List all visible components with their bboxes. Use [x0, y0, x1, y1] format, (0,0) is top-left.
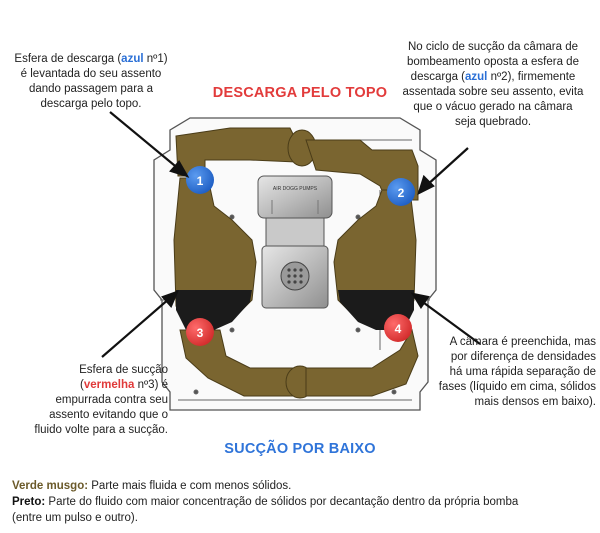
note-chamber-ball-4: A câmara é preenchida, mas por diferença…	[420, 335, 596, 410]
note-3-line-4: assento evitando que o	[49, 409, 168, 421]
note-3-highlight: vermelha	[83, 379, 135, 391]
note-1-highlight: azul	[121, 53, 144, 65]
note-2-line-2: bombeamento oposta a esfera de	[407, 56, 579, 68]
center-pump	[257, 175, 333, 309]
note-2-highlight: azul	[465, 71, 488, 83]
note-4-line-2: por diferença de densidades	[450, 351, 596, 363]
note-suction-ball-3: Esfera de sucção (vermelha nº3) é empurr…	[4, 363, 168, 438]
legend-olive-label: Verde musgo:	[12, 480, 89, 492]
note-2-text-b: nº2), firmemente	[487, 71, 576, 83]
heading-discharge-top: DESCARGA PELO TOPO	[212, 85, 388, 101]
note-1-line-2: é levantada do seu assento	[20, 68, 162, 80]
note-1-line-3: dando passagem para a	[28, 83, 154, 95]
legend-black-text: Parte do fluido com maior concentração d…	[45, 496, 519, 508]
legend-olive-row: Verde musgo: Parte mais fluida e com men…	[12, 478, 596, 494]
arrow-head-2	[417, 174, 435, 196]
note-1-line-4: descarga pelo topo.	[40, 98, 142, 110]
ball-4: 4	[384, 314, 412, 342]
ball-2: 2	[387, 178, 415, 206]
note-2-text-a: descarga (	[410, 71, 466, 83]
note-3-line-1: Esfera de sucção	[79, 364, 168, 376]
note-2-line-4: assentada sobre seu assento, evita	[402, 86, 584, 98]
note-4-line-5: mais densos em baixo).	[474, 396, 596, 408]
pump-brand-label: AIR DOGG PUMPS	[273, 186, 318, 192]
note-3-line-3: empurrada contra seu	[55, 394, 168, 406]
legend-black-text-2: (entre um pulso e outro).	[12, 512, 138, 524]
note-discharge-ball-1: Esfera de descarga (azul nº1) é levantad…	[6, 52, 176, 112]
ball-3: 3	[186, 318, 214, 346]
arrow-head-4	[410, 292, 430, 310]
ball-1: 1	[186, 166, 214, 194]
ball-2-number: 2	[398, 186, 405, 200]
note-2-line-5: que o vácuo gerado na câmara	[413, 101, 573, 113]
note-4-line-3: há uma rápida separação de	[449, 366, 596, 378]
arrow-head-3	[161, 290, 180, 309]
note-4-line-1: A câmara é preenchida, mas	[449, 336, 596, 348]
note-4-line-4: fases (líquido em cima, sólidos	[438, 381, 596, 393]
note-3-line-5: fluido volte para a sucção.	[34, 424, 168, 436]
ball-4-number: 4	[395, 322, 402, 336]
ball-1-number: 1	[197, 174, 204, 188]
legend-olive-text: Parte mais fluida e com menos sólidos.	[88, 480, 292, 492]
note-1-text-b: nº1)	[143, 53, 168, 65]
callout-arrows	[101, 111, 481, 358]
legend: Verde musgo: Parte mais fluida e com men…	[12, 478, 596, 526]
note-3-text-a: (	[80, 379, 84, 391]
note-discharge-ball-2: No ciclo de sucção da câmara de bombeame…	[388, 40, 598, 130]
note-1-text-a: Esfera de descarga (	[14, 53, 122, 65]
arrow-head-1	[169, 160, 190, 178]
legend-black-label: Preto:	[12, 496, 46, 508]
heading-suction-bottom: SUCÇÃO POR BAIXO	[224, 441, 376, 457]
note-3-text-b: nº3) é	[134, 379, 168, 391]
note-2-line-1: No ciclo de sucção da câmara de	[407, 41, 579, 53]
legend-black-row: Preto: Parte do fluido com maior concent…	[12, 494, 596, 510]
note-2-line-6: seja quebrado.	[454, 116, 532, 128]
ball-3-number: 3	[197, 326, 204, 340]
